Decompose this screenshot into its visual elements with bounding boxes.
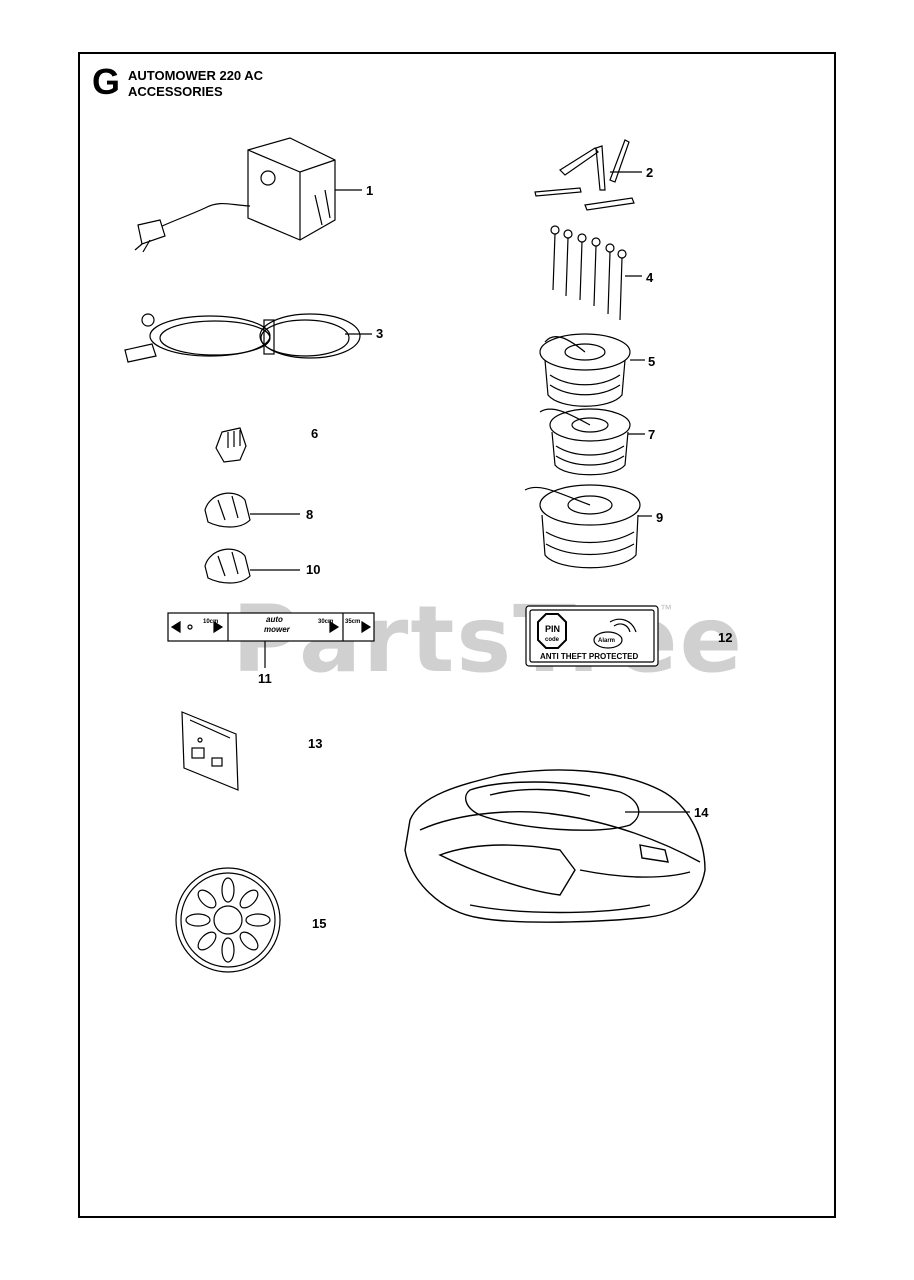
part-2-pegs[interactable] [534,139,635,211]
part-9-wire-reel[interactable] [524,484,641,569]
callout-13: 13 [308,736,323,751]
part-5-wire-reel[interactable] [539,333,631,407]
part-10-coupler[interactable] [204,548,251,584]
page-frame [78,52,836,1218]
ruler-brand-top: auto [266,615,283,624]
part-15-grille-disc[interactable] [175,867,281,973]
callout-2: 2 [646,165,654,180]
callout-12: 12 [718,630,733,645]
callout-14: 14 [694,805,709,820]
part-8-coupler[interactable] [204,492,251,528]
decal-pin-label: PIN [545,624,561,634]
part-12-decal[interactable] [525,605,659,667]
callout-15: 15 [312,916,327,931]
callout-6: 6 [311,426,319,441]
part-14-mower-body[interactable] [404,769,706,923]
ruler-brand-bottom: mower [264,625,290,634]
decal-alarm-label: Alarm [598,638,616,644]
section-letter: G [92,61,121,102]
callout-8: 8 [306,507,314,522]
part-4-screws[interactable] [550,225,627,321]
watermark-tm: ™ [660,602,672,616]
callout-9: 9 [656,510,664,525]
part-6-connector[interactable] [215,427,247,463]
diagram-title: AUTOMOWER 220 AC [128,68,264,83]
ruler-mark-10: 10cm [203,619,219,625]
callout-4: 4 [646,270,654,285]
decal-pin-sub: code [545,637,560,643]
callout-1: 1 [366,183,374,198]
part-1-transformer[interactable] [134,137,336,253]
callout-11: 11 [258,671,272,686]
diagram-subtitle: ACCESSORIES [128,84,223,99]
part-13-circuit-board[interactable] [181,711,239,791]
callout-10: 10 [306,562,321,577]
decal-anti-theft-text: ANTI THEFT PROTECTED [540,652,639,661]
part-3-wire-coil[interactable] [124,313,361,363]
callout-3: 3 [376,326,384,341]
ruler-mark-30: 30cm [318,619,334,625]
callout-5: 5 [648,354,656,369]
ruler-mark-35: 35cm [345,619,361,625]
part-7-wire-reel[interactable] [539,408,631,476]
callout-7: 7 [648,427,656,442]
part-11-ruler[interactable] [167,612,375,642]
